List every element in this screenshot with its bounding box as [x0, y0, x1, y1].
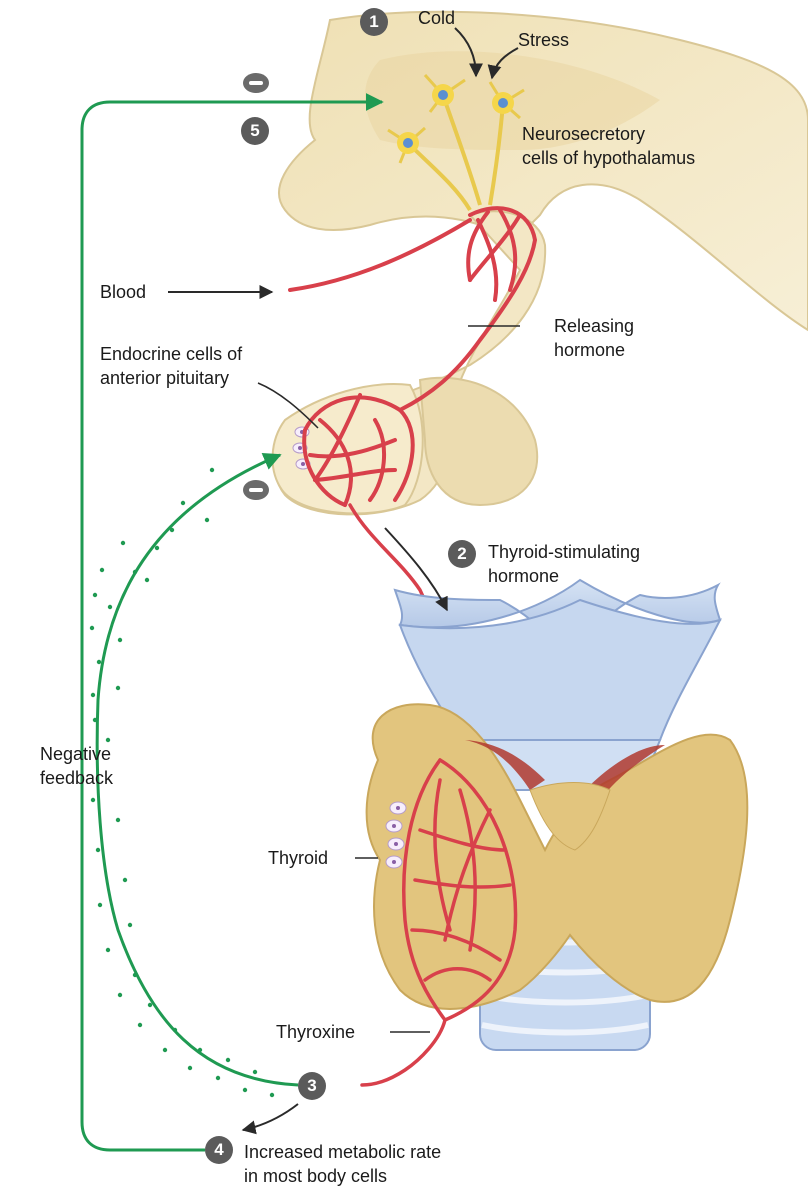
label-increased-metabolic-rate: Increased metabolic rate in most body ce…: [244, 1142, 442, 1186]
inhibition-minus-hypothalamus: [243, 73, 269, 93]
inhibition-minus-pituitary: [243, 480, 269, 500]
step-4-badge: 4: [205, 1136, 233, 1164]
step-2-badge: 2: [448, 540, 476, 568]
label-cold: Cold: [418, 8, 456, 28]
thyroid-vessels: [360, 758, 518, 1087]
negative-feedback-loop: [80, 93, 384, 1152]
black-arrows: [168, 27, 520, 1135]
hypothalamus: [278, 10, 808, 332]
pituitary-gland: [271, 210, 547, 516]
thyroxine-molecules: [89, 467, 275, 1098]
step-1-badge: 1: [360, 8, 388, 36]
thyroid-follicle-cells: [385, 801, 407, 869]
label-negative-feedback: Negative feedback: [40, 744, 114, 788]
label-stress: Stress: [518, 30, 570, 50]
label-thyroid: Thyroid: [268, 848, 329, 868]
label-thyroxine: Thyroxine: [276, 1022, 356, 1042]
label-blood: Blood: [100, 282, 147, 302]
label-thyroid-stimulating-hormone: Thyroid-stimulating hormone: [488, 542, 641, 586]
neurosecretory-neurons: [387, 73, 525, 212]
label-endocrine-cells: Endocrine cells of anterior pituitary: [100, 344, 243, 388]
label-releasing-hormone: Releasing hormone: [554, 316, 635, 360]
step-5-badge: 5: [241, 117, 269, 145]
larynx-cartilage: [393, 578, 722, 791]
step-3-badge: 3: [298, 1072, 326, 1100]
thyroid-gland: [365, 703, 749, 1010]
label-neurosecretory-cells: Neurosecretory cells of hypothalamus: [522, 124, 696, 168]
